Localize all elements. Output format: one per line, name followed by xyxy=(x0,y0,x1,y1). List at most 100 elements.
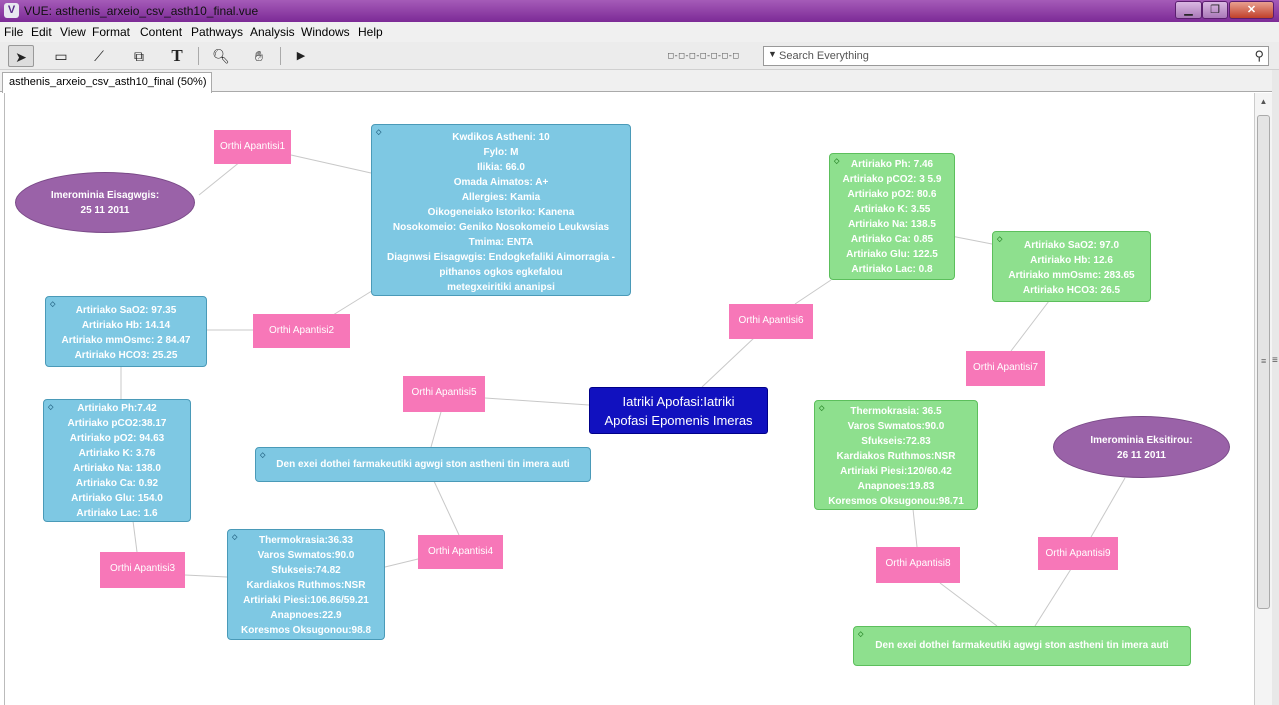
admission-date-node[interactable]: Imerominia Eisagwgis: 25 11 2011 xyxy=(15,172,195,233)
node-text: Sfukseis:72.83 xyxy=(861,436,931,447)
menu-pathways[interactable]: Pathways xyxy=(191,25,244,39)
close-button[interactable]: ✕ xyxy=(1229,1,1274,19)
node-text: Artiriaki Piesi:106.86/59.21 xyxy=(243,595,369,606)
tab-strip: asthenis_arxeio_csv_asth10_final (50%) xyxy=(0,70,1279,93)
menu-format[interactable]: Format xyxy=(92,25,131,39)
grip-icon: ≡ xyxy=(1272,355,1278,366)
orthi-apantisi7-node[interactable]: Orthi Apantisi7 xyxy=(966,351,1045,386)
chevron-down-icon[interactable]: ▼ xyxy=(768,49,777,59)
text-tool-icon[interactable]: T xyxy=(171,46,183,65)
grip-icon: ≡ xyxy=(1261,356,1267,366)
link[interactable] xyxy=(184,574,228,578)
map-canvas[interactable]: Imerominia Eisagwgis: 25 11 2011 Orthi A… xyxy=(4,93,1254,705)
node-expand-icon[interactable]: ◇ xyxy=(50,301,56,308)
node-text: Diagnwsi Eisagwgis: Endogkefaliki Aimorr… xyxy=(386,252,615,263)
link[interactable] xyxy=(332,288,376,316)
node-text: Artiriaki Piesi:120/60.42 xyxy=(840,466,952,477)
node-text: Koresmos Oksugonou:98.71 xyxy=(828,496,964,507)
vitals-right-node[interactable]: ◇ Thermokrasia: 36.5 Varos Swmatos:90.0 … xyxy=(814,400,978,510)
maximize-button[interactable]: ❐ xyxy=(1202,1,1228,19)
link[interactable] xyxy=(132,520,138,553)
node-text: Artiriako mmOsmc: 283.65 xyxy=(1008,270,1135,281)
tab-map[interactable]: asthenis_arxeio_csv_asth10_final (50%) xyxy=(2,72,212,93)
discharge-date-node[interactable]: Imerominia Eksitirou: 26 11 2011 xyxy=(1053,416,1230,478)
rectangle-node-icon[interactable]: ▭ xyxy=(54,48,68,64)
node-expand-icon[interactable]: ◇ xyxy=(997,236,1003,243)
orthi-apantisi1-node[interactable]: Orthi Apantisi1 xyxy=(214,130,291,164)
link[interactable] xyxy=(430,411,442,448)
scroll-thumb[interactable]: ≡ xyxy=(1257,115,1270,609)
note-right-node[interactable]: ◇ Den exei dothei farmakeutiki agwgi sto… xyxy=(853,626,1191,666)
search-input[interactable]: ▼ Search Everything ⚲ xyxy=(763,46,1269,66)
note-left-node[interactable]: ◇ Den exei dothei farmakeutiki agwgi sto… xyxy=(255,447,591,482)
node-text: Koresmos Oksugonou:98.8 xyxy=(240,625,372,636)
orthi-apantisi5-node[interactable]: Orthi Apantisi5 xyxy=(403,376,485,412)
menu-bar: File Edit View Format Content Pathways A… xyxy=(0,22,1279,42)
pathway-navigator[interactable]: □-□-□-□-□-□-□ xyxy=(668,51,739,61)
link[interactable] xyxy=(290,154,372,174)
node-text: Artiriako Hb: 12.6 xyxy=(1030,255,1113,266)
orthi-apantisi6-node[interactable]: Orthi Apantisi6 xyxy=(729,304,813,339)
node-text: Artiriako Glu: 154.0 xyxy=(71,493,163,504)
link[interactable] xyxy=(950,235,993,245)
menu-edit[interactable]: Edit xyxy=(31,25,52,39)
link[interactable] xyxy=(384,558,419,568)
orthi-apantisi4-node[interactable]: Orthi Apantisi4 xyxy=(418,535,503,569)
node-text: Anapnoes:22.9 xyxy=(270,610,342,621)
link[interactable] xyxy=(432,478,460,536)
orthi-apantisi3-node[interactable]: Orthi Apantisi3 xyxy=(100,552,185,588)
menu-windows[interactable]: Windows xyxy=(301,25,350,39)
presentation-play-icon[interactable]: ▶ xyxy=(296,50,306,62)
node-text: Artiriako Ph:7.42 xyxy=(77,403,157,414)
minimize-button[interactable]: ▁ xyxy=(1175,1,1202,19)
search-icon[interactable]: ⚲ xyxy=(1254,48,1264,63)
menu-file[interactable]: File xyxy=(4,25,24,39)
link[interactable] xyxy=(1034,568,1072,627)
node-text: Artiriako Ca: 0.92 xyxy=(75,478,159,489)
vertical-scrollbar[interactable]: ▲ ≡ xyxy=(1254,93,1272,705)
node-link-icon[interactable]: ⧉ xyxy=(134,48,144,64)
toolbar: ➤ ▭ ⟋ ⧉ T 🔍︎ ✋︎ ▶ □-□-□-□-□-□-□ ▼ Search… xyxy=(0,42,1279,70)
blood-gas-left-1-node[interactable]: ◇ Artiriako SaO2: 97.35 Artiriako Hb: 14… xyxy=(45,296,207,367)
menu-content[interactable]: Content xyxy=(140,25,183,39)
node-expand-icon[interactable]: ◇ xyxy=(858,631,864,638)
node-text: Artiriako pO2: 80.6 xyxy=(847,189,937,200)
side-panel-edge[interactable]: ≡ xyxy=(1272,70,1279,705)
blood-gas-right-2-node[interactable]: ◇ Artiriako SaO2: 97.0 Artiriako Hb: 12.… xyxy=(992,231,1151,302)
node-text: 25 11 2011 xyxy=(80,205,130,216)
link[interactable] xyxy=(484,397,590,406)
node-expand-icon[interactable]: ◇ xyxy=(232,534,238,541)
node-expand-icon[interactable]: ◇ xyxy=(819,405,825,412)
menu-help[interactable]: Help xyxy=(358,25,383,39)
node-text: Artiriako Ca: 0.85 xyxy=(850,234,934,245)
orthi-apantisi8-node[interactable]: Orthi Apantisi8 xyxy=(876,547,960,583)
orthi-apantisi2-node[interactable]: Orthi Apantisi2 xyxy=(253,314,350,348)
menu-analysis[interactable]: Analysis xyxy=(250,25,295,39)
vitals-left-node[interactable]: ◇ Thermokrasia:36.33 Varos Swmatos:90.0 … xyxy=(227,529,385,640)
link[interactable] xyxy=(794,279,832,305)
hand-pan-icon[interactable]: ✋︎ xyxy=(255,48,263,64)
link-tool-icon[interactable]: ⟋ xyxy=(94,48,104,64)
patient-info-node[interactable]: ◇ Kwdikos Astheni: 10 Fylo: M Ilikia: 66… xyxy=(371,124,631,296)
link[interactable] xyxy=(701,336,756,388)
arrow-select-icon[interactable]: ➤ xyxy=(8,45,34,67)
node-expand-icon[interactable]: ◇ xyxy=(834,158,840,165)
node-text: Artiriako SaO2: 97.0 xyxy=(1023,240,1120,251)
link[interactable] xyxy=(939,582,998,627)
node-text: 26 11 2011 xyxy=(1117,450,1166,461)
node-text: Varos Swmatos:90.0 xyxy=(847,421,945,432)
link[interactable] xyxy=(912,508,918,548)
orthi-apantisi9-node[interactable]: Orthi Apantisi9 xyxy=(1038,537,1118,570)
node-expand-icon[interactable]: ◇ xyxy=(260,452,266,459)
link[interactable] xyxy=(1090,477,1126,538)
zoom-icon[interactable]: 🔍︎ xyxy=(212,48,230,64)
blood-gas-left-2-node[interactable]: ◇ Artiriako Ph:7.42 Artiriako pCO2:38.17… xyxy=(43,399,191,522)
node-text: pithanos ogkos egkefalou xyxy=(439,267,563,278)
link[interactable] xyxy=(1010,300,1050,352)
blood-gas-right-1-node[interactable]: ◇ Artiriako Ph: 7.46 Artiriako pCO2: 3 5… xyxy=(829,153,955,280)
menu-view[interactable]: View xyxy=(60,25,86,39)
node-expand-icon[interactable]: ◇ xyxy=(376,129,382,136)
node-expand-icon[interactable]: ◇ xyxy=(48,404,54,411)
scroll-up-arrow-icon[interactable]: ▲ xyxy=(1259,97,1268,106)
medical-decision-node[interactable]: Iatriki Apofasi:Iatriki Apofasi Epomenis… xyxy=(589,387,768,434)
